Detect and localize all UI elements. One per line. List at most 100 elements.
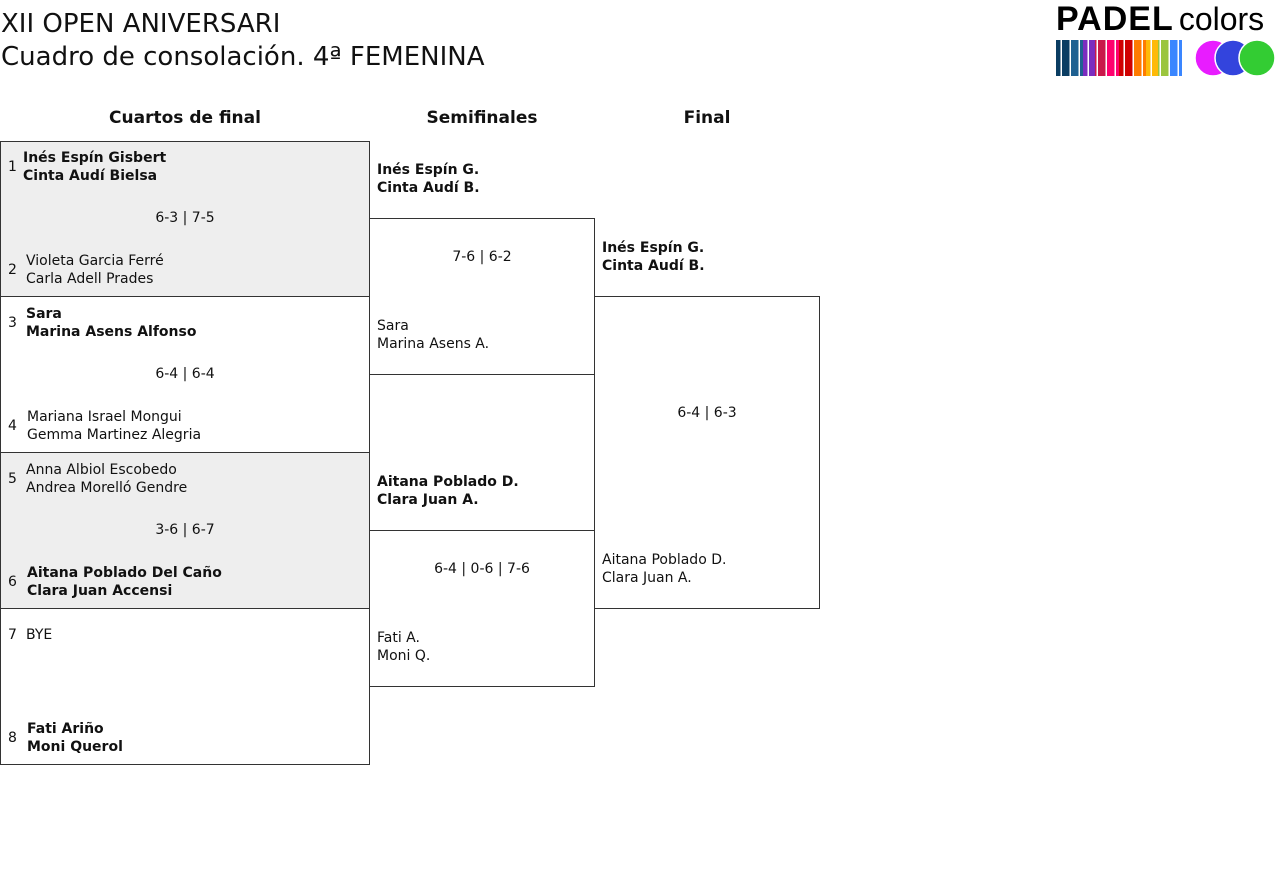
match-score: 6-3 | 7-5 [155, 210, 215, 226]
team-entry: Inés Espín Gisbert Cinta Audí Bielsa [23, 149, 166, 185]
logo-stripe [1170, 40, 1173, 76]
final-match [594, 296, 820, 609]
logo-stripe [1161, 40, 1164, 76]
logo-stripe [1167, 40, 1169, 76]
player-name: Clara Juan A. [602, 570, 692, 586]
round-header-semifinals: Semifinales [426, 108, 538, 128]
player-name: Carla Adell Prades [26, 271, 154, 287]
logo-stripe [1056, 40, 1059, 76]
logo-stripe [1089, 40, 1092, 76]
logo-stripe [1116, 40, 1119, 76]
logo-stripe [1059, 40, 1061, 76]
logo-stripe [1083, 40, 1086, 76]
team-entry: Sara Marina Asens A. [377, 317, 489, 353]
logo-stripe [1104, 40, 1106, 76]
player-name: Inés Espín G. [602, 240, 705, 256]
player-name: Fati A. [377, 630, 420, 646]
team-entry: Anna Albiol Escobedo Andrea Morelló Gend… [26, 461, 187, 497]
logo-stripe [1074, 40, 1077, 76]
logo-stripe [1062, 40, 1065, 76]
logo-stripe [1101, 40, 1104, 76]
match-score: 7-6 | 6-2 [452, 249, 512, 265]
logo-graphic [1056, 40, 1276, 77]
player-name: Clara Juan A. [377, 492, 479, 508]
seed-number: 3 [8, 315, 17, 331]
match-score: 3-6 | 6-7 [155, 522, 215, 538]
logo-stripe [1146, 40, 1149, 76]
player-name: Aitana Poblado D. [602, 552, 727, 568]
match-score: 6-4 | 6-4 [155, 366, 215, 382]
logo-stripe [1125, 40, 1128, 76]
logo-stripe [1092, 40, 1095, 76]
player-name: Aitana Poblado Del Caño [27, 565, 222, 581]
player-name: Andrea Morelló Gendre [26, 480, 188, 496]
team-entry: Sara Marina Asens Alfonso [26, 305, 196, 341]
logo-word-padel: PADEL [1056, 0, 1174, 38]
player-name: Inés Espín Gisbert [23, 150, 167, 166]
logo-word-colors: colors [1178, 1, 1265, 37]
seed-number: 4 [8, 418, 17, 434]
team-entry: Inés Espín G. Cinta Audí B. [377, 161, 480, 197]
team-entry: Violeta Garcia Ferré Carla Adell Prades [26, 252, 164, 288]
seed-number: 7 [8, 627, 17, 643]
logo-stripe [1071, 40, 1074, 76]
player-name: Clara Juan Accensi [27, 583, 173, 599]
player-name: Marina Asens A. [377, 336, 490, 352]
logo-stripe [1065, 40, 1068, 76]
seed-number: 1 [8, 159, 17, 175]
logo-stripe [1173, 40, 1176, 76]
logo-stripe [1152, 40, 1155, 76]
logo-stripe [1095, 40, 1097, 76]
logo-stripe [1149, 40, 1151, 76]
player-name: Inés Espín G. [377, 162, 480, 178]
logo-stripe [1086, 40, 1088, 76]
team-entry: Fati Ariño Moni Querol [27, 720, 123, 756]
team-entry: Aitana Poblado Del Caño Clara Juan Accen… [27, 564, 222, 600]
logo-stripe [1179, 40, 1182, 76]
team-entry: Mariana Israel Mongui Gemma Martinez Ale… [27, 408, 201, 444]
player-name: Moni Querol [27, 739, 123, 755]
seed-number: 6 [8, 574, 17, 590]
round-header-quarterfinals: Cuartos de final [109, 108, 261, 128]
logo-balls [1194, 40, 1276, 77]
quarterfinal-match-3 [0, 452, 370, 609]
logo-stripe [1077, 40, 1079, 76]
team-entry: BYE [26, 626, 52, 644]
player-name: Sara [377, 318, 409, 334]
logo-stripe [1128, 40, 1131, 76]
player-name: Moni Q. [377, 648, 431, 664]
logo-stripe [1134, 40, 1137, 76]
logo-stripe [1122, 40, 1124, 76]
player-name: Fati Ariño [27, 721, 104, 737]
player-name: Violeta Garcia Ferré [26, 253, 164, 269]
match-score: 6-4 | 6-3 [677, 405, 737, 421]
logo-stripe [1110, 40, 1113, 76]
player-name: Anna Albiol Escobedo [26, 462, 177, 478]
player-name: Cinta Audí Bielsa [23, 168, 158, 184]
player-name: Aitana Poblado D. [377, 474, 519, 490]
player-name: Cinta Audí B. [602, 258, 705, 274]
team-entry: Inés Espín G. Cinta Audí B. [602, 239, 705, 275]
player-name: Mariana Israel Mongui [27, 409, 182, 425]
team-entry: Aitana Poblado D. Clara Juan A. [377, 473, 519, 509]
seed-number: 8 [8, 730, 17, 746]
logo-stripes [1056, 40, 1182, 76]
match-score: 6-4 | 0-6 | 7-6 [434, 561, 530, 577]
logo-ball [1238, 40, 1276, 77]
logo-stripe [1107, 40, 1110, 76]
logo-stripe [1140, 40, 1142, 76]
logo-stripe [1176, 40, 1178, 76]
player-name: Gemma Martinez Alegria [27, 427, 202, 443]
seed-number: 2 [8, 262, 17, 278]
logo-stripe [1137, 40, 1140, 76]
logo-stripe [1143, 40, 1146, 76]
logo-stripe [1164, 40, 1167, 76]
logo-stripe [1080, 40, 1083, 76]
quarterfinal-match-1 [0, 141, 370, 297]
draw-subtitle: Cuadro de consolación. 4ª FEMENINA [1, 42, 485, 72]
logo-stripe [1131, 40, 1133, 76]
player-name: BYE [26, 627, 53, 643]
round-header-final: Final [683, 108, 731, 128]
logo-stripe [1068, 40, 1070, 76]
player-name: Sara [26, 306, 62, 322]
